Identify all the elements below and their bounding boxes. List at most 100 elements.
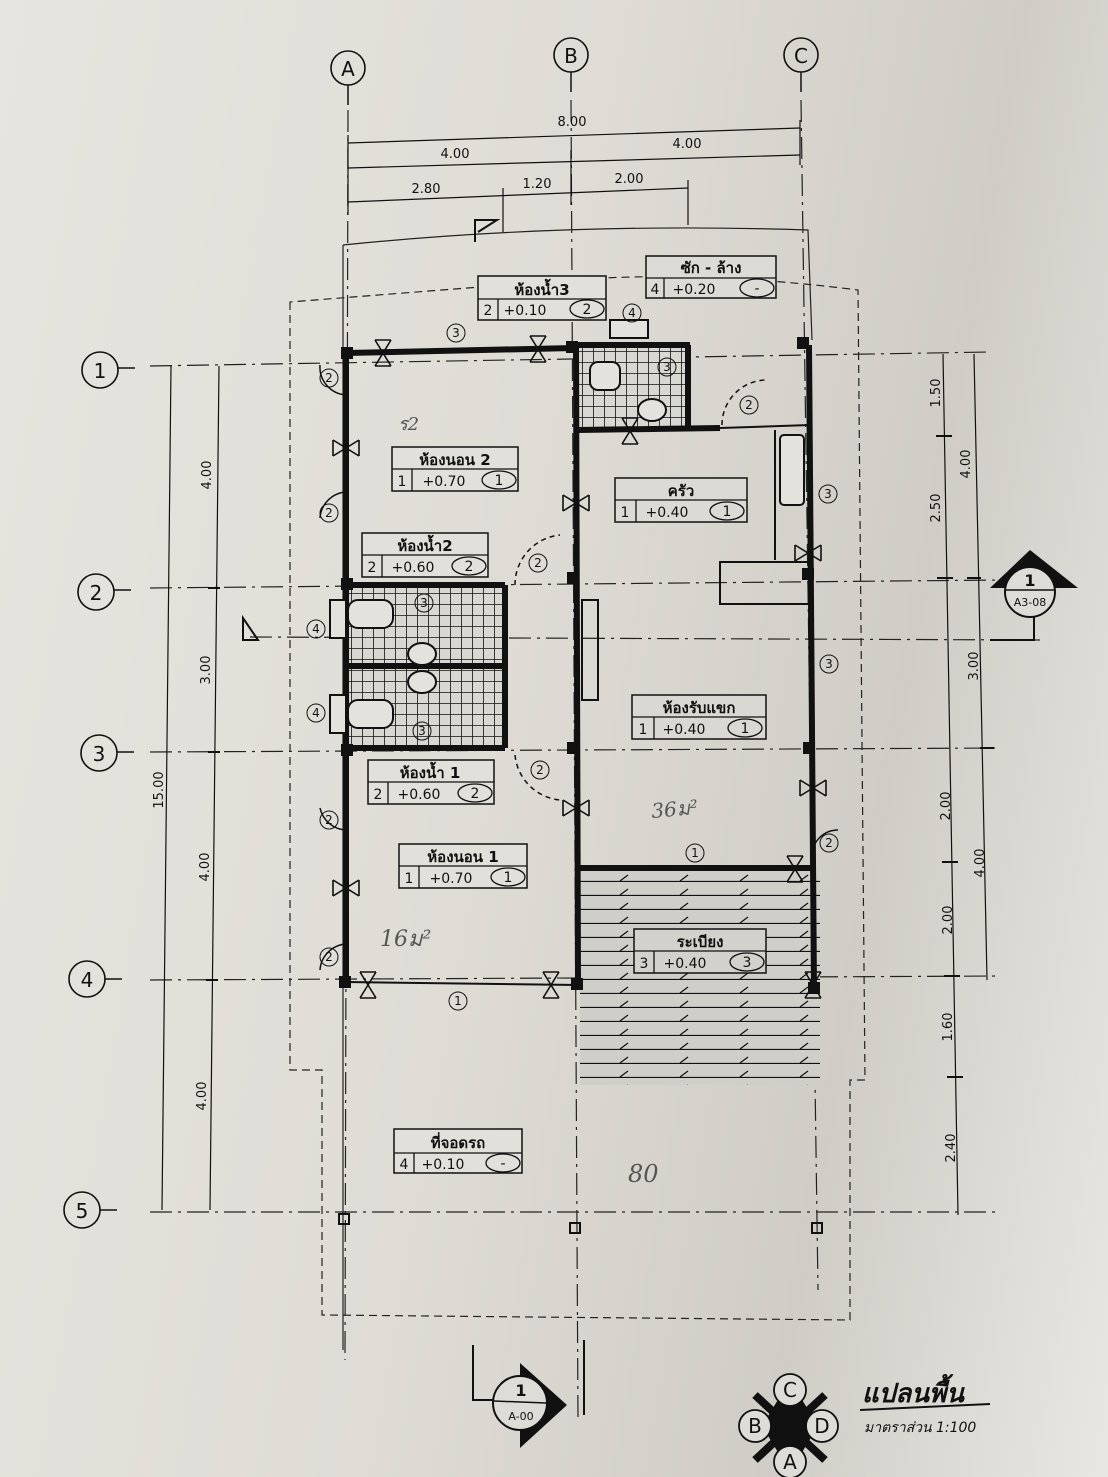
svg-text:2.00: 2.00: [939, 792, 954, 821]
svg-text:-: -: [754, 281, 759, 297]
svg-text:ระเบียง: ระเบียง: [677, 933, 724, 951]
svg-text:5: 5: [76, 1199, 89, 1223]
svg-text:3.00: 3.00: [199, 656, 214, 685]
grid-bubble-1: 1: [81, 351, 135, 389]
section-marker-A-00: 1 A-00: [472, 1340, 585, 1448]
svg-text:+0.40: +0.40: [663, 722, 706, 738]
grid-bubble-2: 2: [77, 573, 131, 611]
room-tag-bathroom3: ห้องน้ำ3 2 +0.10 2: [477, 275, 607, 321]
svg-text:A: A: [341, 57, 355, 81]
svg-text:4.00: 4.00: [195, 1082, 210, 1111]
svg-text:2: 2: [825, 836, 833, 850]
orientation-key: C B D A: [738, 1373, 839, 1477]
right-dimension-labels: 1.50 2.50 4.00 3.00 2.00 4.00 2.00 1.60 …: [929, 379, 988, 1163]
room-tag-bedroom1: ห้องนอน 1 1 +0.70 1: [398, 843, 528, 889]
svg-text:1: 1: [515, 1381, 526, 1400]
svg-text:ร2: ร2: [398, 414, 419, 435]
svg-text:3: 3: [418, 724, 426, 738]
svg-text:2: 2: [325, 506, 333, 520]
roof-outline: [289, 276, 866, 1321]
svg-text:1.20: 1.20: [523, 177, 552, 192]
svg-text:4.00: 4.00: [441, 147, 470, 162]
svg-text:2.80: 2.80: [412, 182, 441, 197]
svg-text:1: 1: [405, 871, 414, 887]
svg-text:1.50: 1.50: [929, 379, 944, 408]
window-symbols: [332, 335, 827, 999]
svg-text:4.00: 4.00: [198, 853, 213, 882]
svg-text:2: 2: [90, 581, 103, 605]
svg-text:3: 3: [825, 657, 833, 671]
svg-text:1: 1: [741, 721, 750, 737]
svg-text:4: 4: [651, 282, 660, 298]
svg-text:A3-08: A3-08: [1014, 596, 1047, 609]
svg-text:+0.60: +0.60: [398, 787, 441, 803]
svg-text:B: B: [564, 44, 578, 68]
thin-walls: [345, 424, 813, 986]
grid-bubble-3: 3: [80, 734, 134, 772]
svg-text:3: 3: [420, 596, 428, 610]
svg-text:มาตราส่วน 1:100: มาตราส่วน 1:100: [864, 1420, 976, 1436]
svg-text:2: 2: [471, 786, 480, 802]
room-tag-carport: ที่จอดรถ 4 +0.10 -: [393, 1128, 523, 1174]
grid-bubble-B: B: [553, 37, 589, 92]
svg-text:A-00: A-00: [508, 1410, 533, 1423]
top-dimension-lines: [347, 120, 801, 232]
svg-text:2: 2: [534, 556, 542, 570]
room-tag-bathroom1: ห้องน้ำ 1 2 +0.60 2: [367, 759, 495, 805]
svg-text:+0.40: +0.40: [664, 956, 707, 972]
svg-text:1.60: 1.60: [941, 1013, 956, 1042]
svg-text:2: 2: [325, 813, 333, 827]
room-tag-bathroom2: ห้องน้ำ2 2 +0.60 2: [361, 532, 489, 578]
svg-text:2: 2: [368, 560, 377, 576]
svg-text:2: 2: [745, 398, 753, 412]
left-dimension-lines: [161, 365, 220, 1211]
sanitary-fixtures: [329, 319, 805, 734]
svg-text:1: 1: [691, 846, 699, 860]
svg-text:3: 3: [640, 956, 649, 972]
svg-text:15.00: 15.00: [152, 771, 167, 808]
svg-text:ห้องรับแขก: ห้องรับแขก: [663, 699, 736, 717]
svg-text:4: 4: [81, 968, 94, 992]
svg-text:-: -: [500, 1156, 505, 1172]
svg-text:2: 2: [325, 371, 333, 385]
grid-bubble-A: A: [330, 50, 366, 105]
door-swings: [319, 364, 839, 971]
svg-text:+0.20: +0.20: [673, 282, 716, 298]
room-tag-terrace: ระเบียง 3 +0.40 3: [633, 928, 767, 974]
left-dimension-labels: 15.00 4.00 3.00 4.00 4.00: [152, 461, 215, 1111]
svg-text:4.00: 4.00: [673, 137, 702, 152]
room-tag-bedroom2: ห้องนอน 2 1 +0.70 1: [391, 446, 519, 492]
svg-text:1: 1: [94, 359, 107, 383]
svg-text:4.00: 4.00: [959, 450, 974, 479]
svg-text:ห้องน้ำ3: ห้องน้ำ3: [514, 278, 569, 299]
svg-text:ห้องนอน 2: ห้องนอน 2: [419, 451, 490, 469]
opening-tags: 2 2 2 2 2 2 2 2 3 3 3 3 3 3 4 4 4 1 1: [306, 303, 839, 1011]
right-dimension-lines: [936, 353, 994, 1216]
svg-text:1: 1: [454, 994, 462, 1008]
svg-text:1: 1: [504, 870, 513, 886]
svg-text:2: 2: [536, 763, 544, 777]
section-cut-mark-icon: [242, 614, 260, 641]
svg-text:2.50: 2.50: [929, 494, 944, 523]
svg-text:ซัก - ล้าง: ซัก - ล้าง: [681, 259, 742, 277]
svg-text:2.40: 2.40: [944, 1134, 959, 1163]
svg-text:+0.60: +0.60: [392, 560, 435, 576]
svg-text:2: 2: [484, 303, 493, 319]
room-tag-laundry: ซัก - ล้าง 4 +0.20 -: [645, 255, 777, 299]
svg-text:2: 2: [465, 559, 474, 575]
structural-columns: [338, 337, 823, 1234]
svg-text:80: 80: [628, 1160, 659, 1188]
svg-text:3: 3: [663, 360, 671, 374]
handwritten-notes: 16ม² 36ม² 80 ร2: [380, 414, 699, 1188]
svg-text:4: 4: [312, 706, 320, 720]
svg-text:B: B: [748, 1414, 762, 1438]
svg-text:36ม²: 36ม²: [650, 795, 699, 823]
drawing-title-block: แปลนพื้น มาตราส่วน 1:100: [859, 1373, 991, 1436]
svg-text:2.00: 2.00: [615, 172, 644, 187]
svg-text:1: 1: [621, 505, 630, 521]
svg-text:1: 1: [398, 474, 407, 490]
svg-text:C: C: [783, 1378, 797, 1402]
svg-text:3: 3: [452, 326, 460, 340]
room-tag-kitchen: ครัว 1 +0.40 1: [614, 477, 748, 523]
